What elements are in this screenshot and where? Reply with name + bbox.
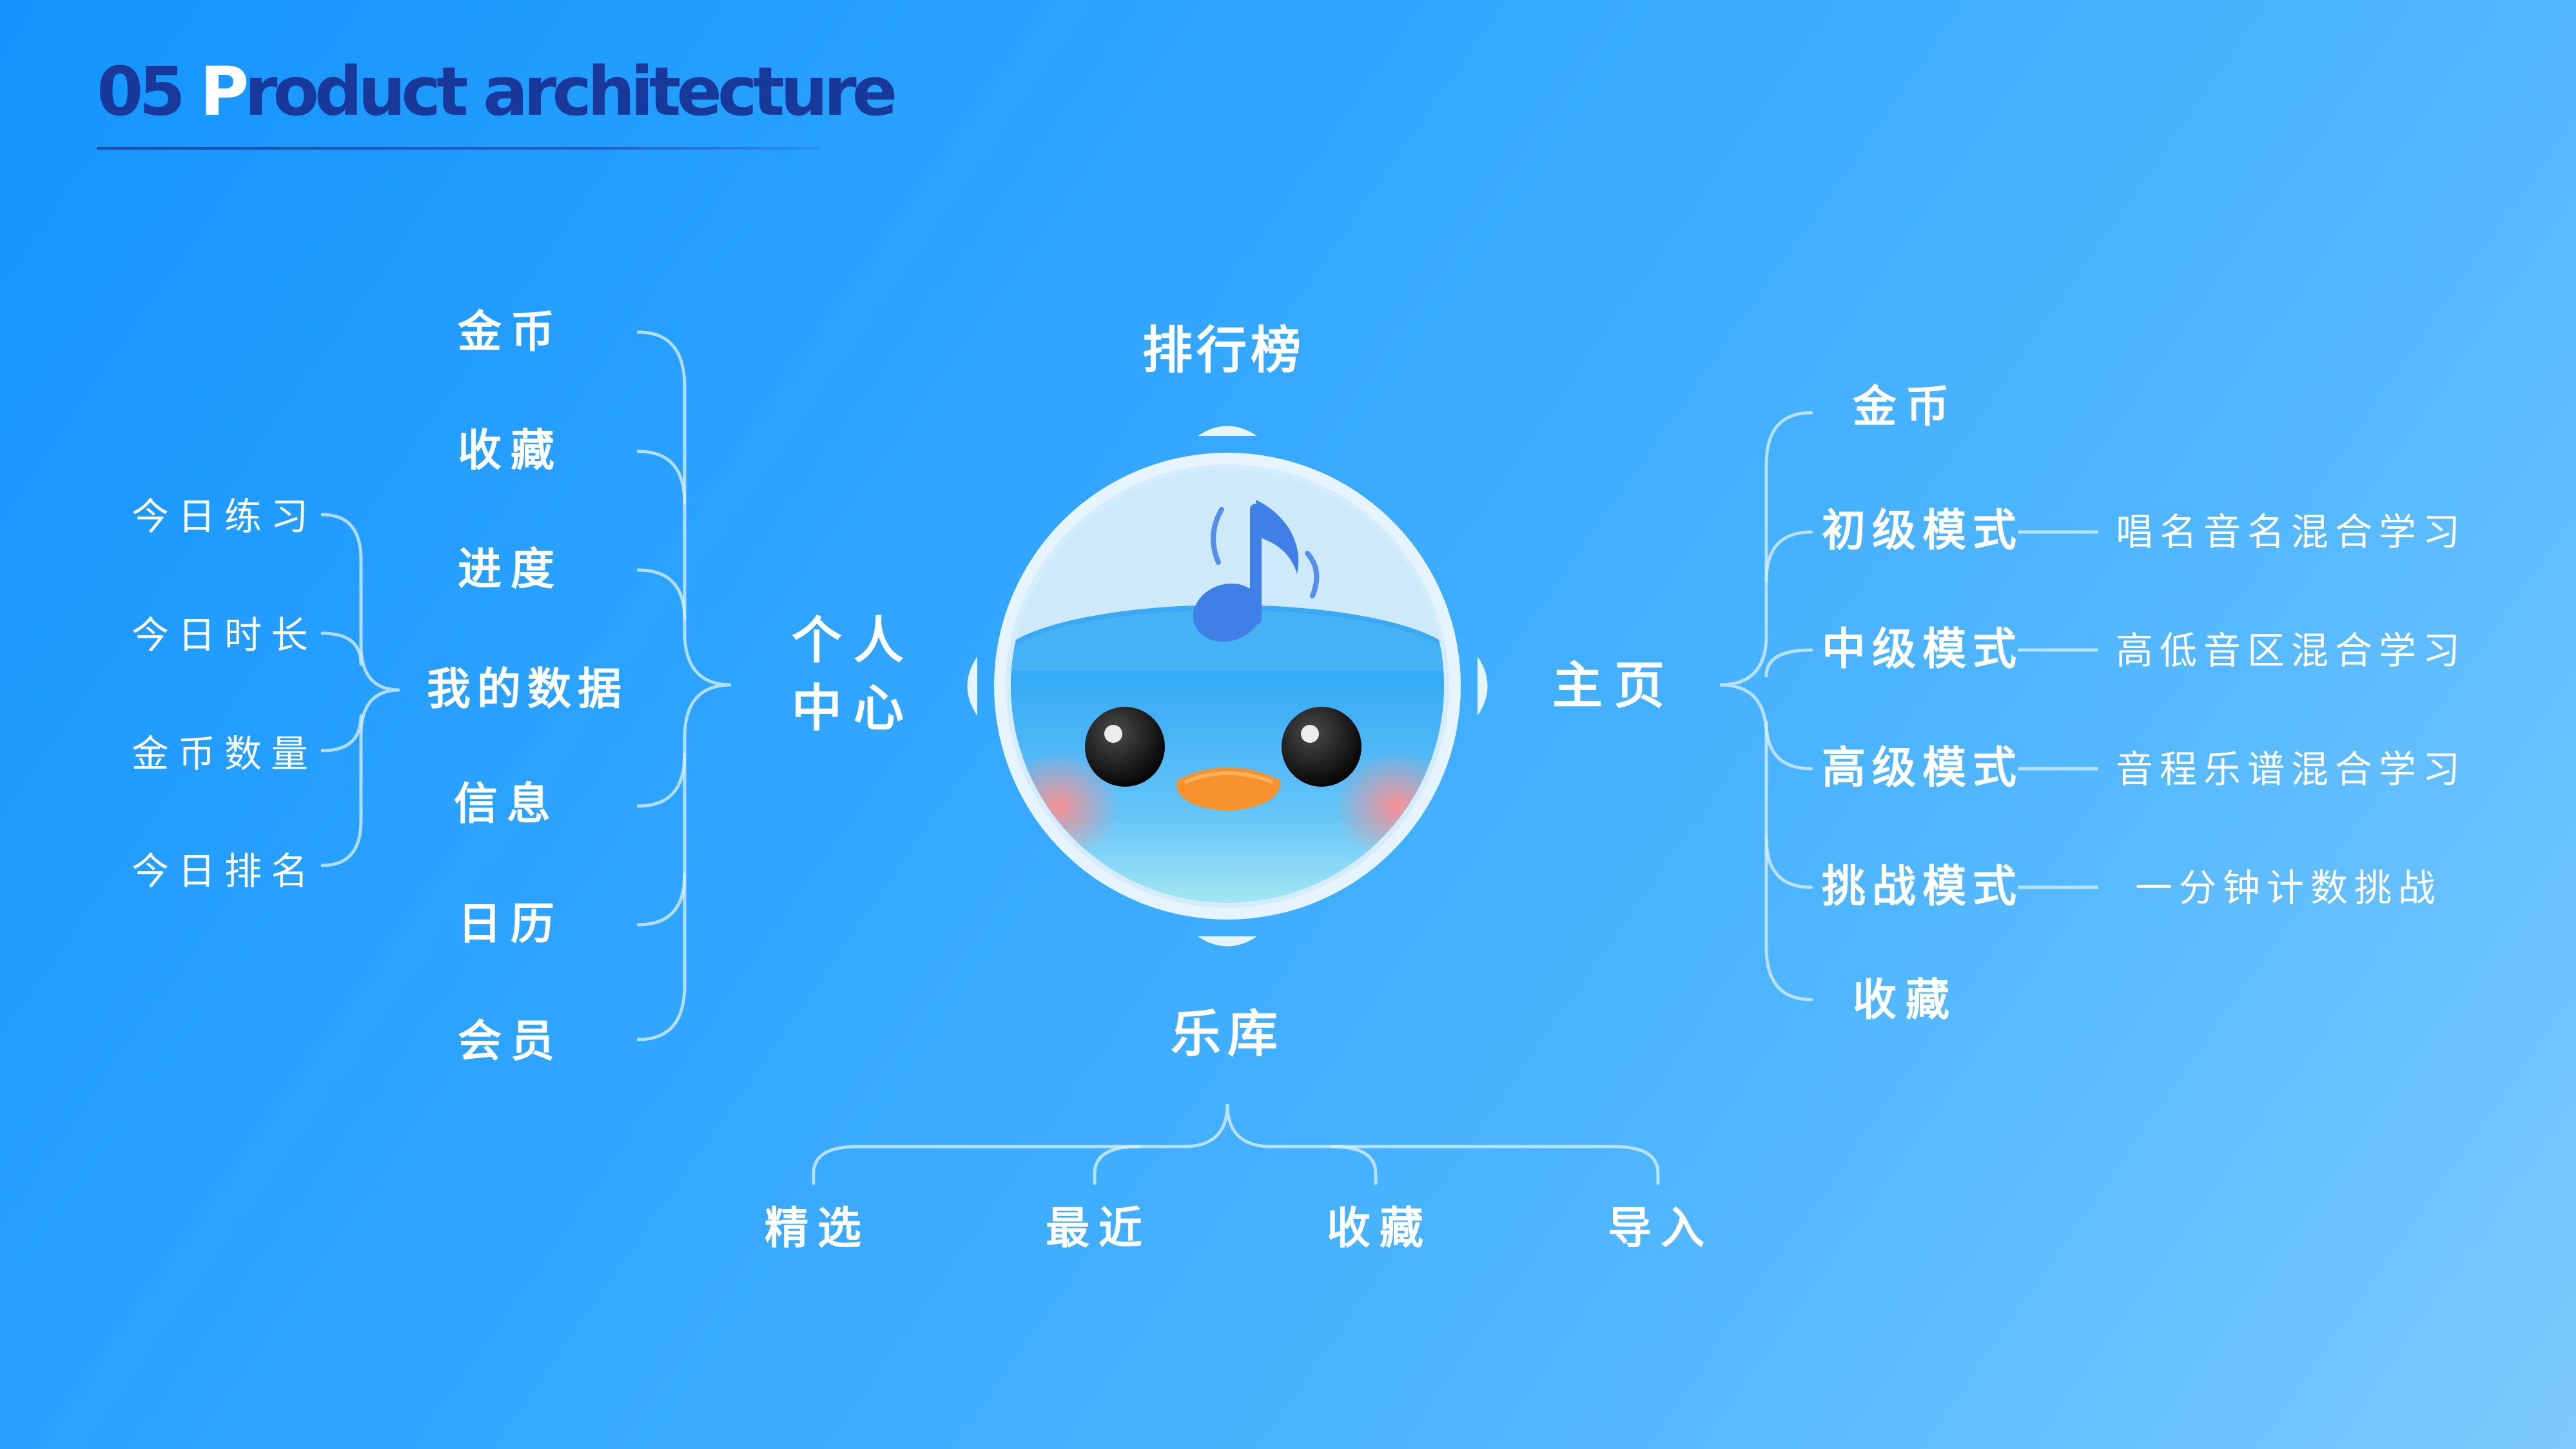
home-item-intermediate-mode: 中级模式 xyxy=(1822,624,2024,675)
homepage-brace-tick xyxy=(1764,720,1813,771)
library-label: 乐库 xyxy=(1171,1005,1285,1063)
personal-item-messages: 信息 xyxy=(454,779,560,830)
my-data-today-duration: 今日时长 xyxy=(132,613,318,657)
my-data-brace-tick xyxy=(320,714,363,753)
title-number: 05 xyxy=(97,52,186,131)
ranking-label: 排行榜 xyxy=(1142,322,1305,380)
home-item-favorites: 收藏 xyxy=(1853,975,1959,1026)
personal-center-label-line2: 中心 xyxy=(792,680,916,738)
personal-center-brace-tick xyxy=(636,753,687,808)
personal-item-membership: 会员 xyxy=(458,1016,564,1067)
title-rest: roduct architecture xyxy=(244,52,897,131)
personal-item-coins: 金币 xyxy=(458,307,564,358)
detail-advanced: 音程乐谱混合学习 xyxy=(2116,747,2467,791)
home-item-beginner-mode: 初级模式 xyxy=(1822,506,2024,557)
my-data-brace xyxy=(320,513,400,867)
library-brace xyxy=(812,1103,1660,1185)
homepage-brace-tick xyxy=(1764,648,1813,678)
library-item-import: 导入 xyxy=(1608,1203,1714,1254)
home-item-advanced-mode: 高级模式 xyxy=(1822,743,2024,794)
homepage-brace-tick xyxy=(1764,836,1813,889)
personal-center-brace-tick xyxy=(636,449,687,505)
my-data-brace-tick xyxy=(320,631,363,666)
personal-center-brace-tick xyxy=(636,872,687,927)
home-item-challenge-mode: 挑战模式 xyxy=(1822,862,2024,912)
my-data-today-practice: 今日练习 xyxy=(132,495,318,538)
personal-center-label-line1: 个人 xyxy=(792,612,916,670)
detail-challenge: 一分钟计数挑战 xyxy=(2135,866,2443,910)
my-data-today-rank: 今日排名 xyxy=(132,849,318,893)
personal-center-brace-tick xyxy=(636,568,687,621)
home-item-coins: 金币 xyxy=(1853,382,1959,433)
library-item-featured: 精选 xyxy=(765,1203,871,1254)
library-item-favorites: 收藏 xyxy=(1327,1203,1433,1254)
mascot-bird-icon xyxy=(967,426,1488,947)
homepage-brace-tick xyxy=(1764,530,1813,582)
homepage-brace xyxy=(1719,411,1813,1001)
library-brace-tick xyxy=(1330,1145,1378,1185)
detail-intermediate: 高低音区混合学习 xyxy=(2116,629,2467,673)
personal-item-progress: 进度 xyxy=(458,544,564,595)
personal-item-my-data: 我的数据 xyxy=(427,664,629,715)
homepage-label: 主页 xyxy=(1552,657,1677,715)
personal-item-favorites: 收藏 xyxy=(458,426,564,477)
library-brace-tick xyxy=(1093,1145,1140,1185)
title-underline xyxy=(97,147,819,150)
page-title: 05 Product architecture xyxy=(97,58,897,125)
personal-center-brace xyxy=(636,330,732,1041)
personal-item-calendar: 日历 xyxy=(458,899,564,950)
detail-beginner: 唱名音名混合学习 xyxy=(2116,510,2467,554)
music-note-icon xyxy=(1193,500,1320,642)
library-item-recent: 最近 xyxy=(1046,1203,1152,1254)
my-data-coin-count: 金币数量 xyxy=(132,732,318,776)
title-first-letter: P xyxy=(199,52,249,131)
